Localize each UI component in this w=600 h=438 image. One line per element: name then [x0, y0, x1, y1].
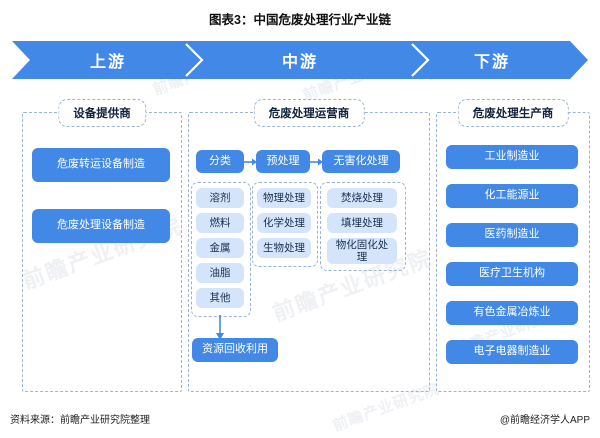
midstream-stage-pretreatment[interactable]: 预处理 — [256, 150, 310, 173]
value-chain-banner: 上游 中游 下游 — [12, 41, 588, 79]
downstream-box-industrial-manufacturing[interactable]: 工业制造业 — [446, 145, 578, 169]
midstream-stage-classification[interactable]: 分类 — [196, 150, 244, 173]
classification-item-fuel[interactable]: 燃料 — [196, 213, 244, 233]
upstream-column: 设备提供商 — [22, 99, 182, 392]
downstream-box-nonferrous-smelting[interactable]: 有色金属冶炼业 — [446, 301, 578, 325]
classification-group — [191, 182, 251, 317]
chevron-separator-icon — [185, 43, 204, 77]
midstream-header: 危废处理运营商 — [253, 99, 365, 127]
banner-shape — [12, 41, 588, 79]
downstream-header: 危废处理生产商 — [457, 99, 569, 127]
credit-note: @前瞻经济学人APP — [499, 415, 590, 426]
classification-item-solvent[interactable]: 溶剂 — [196, 188, 244, 208]
pretreatment-item-biological[interactable]: 生物处理 — [257, 238, 311, 258]
upstream-box-transport-equipment[interactable]: 危废转运设备制造 — [32, 148, 170, 182]
upstream-box-treatment-equipment[interactable]: 危废处理设备制造 — [32, 209, 170, 243]
classification-item-metal[interactable]: 金属 — [196, 238, 244, 258]
pretreatment-item-chemical[interactable]: 化学处理 — [257, 213, 311, 233]
pretreatment-group — [252, 182, 318, 267]
harmless-item-incineration[interactable]: 焚烧处理 — [327, 188, 397, 208]
arrow-pretreatment-to-harmless — [310, 158, 323, 166]
classification-item-other[interactable]: 其他 — [196, 288, 244, 308]
harmless-item-solidification[interactable]: 物化固化处理 — [327, 238, 397, 264]
harmless-item-landfill[interactable]: 填埋处理 — [327, 213, 397, 233]
banner-segment-downstream[interactable]: 下游 — [473, 54, 510, 71]
downstream-box-chemical-energy[interactable]: 化工能源业 — [446, 184, 578, 208]
harmless-group — [320, 182, 406, 271]
downstream-box-medical-institutions[interactable]: 医疗卫生机构 — [446, 262, 578, 286]
classification-item-grease[interactable]: 油脂 — [196, 263, 244, 283]
arrow-classification-to-pretreatment — [244, 158, 257, 166]
midstream-column: 危废处理运营商 — [188, 99, 430, 392]
source-note: 资料来源：前瞻产业研究院整理 — [10, 415, 150, 426]
arrow-classification-to-recovery — [216, 315, 224, 340]
downstream-column: 危废处理生产商 — [436, 99, 590, 392]
downstream-box-electronics-manufacturing[interactable]: 电子电器制造业 — [446, 340, 578, 364]
upstream-header: 设备提供商 — [58, 99, 146, 127]
banner-segment-midstream[interactable]: 中游 — [281, 54, 318, 71]
banner-segment-upstream[interactable]: 上游 — [89, 54, 126, 71]
chevron-separator-icon — [411, 43, 430, 77]
midstream-outcome-resource-recovery[interactable]: 资源回收利用 — [192, 338, 278, 362]
downstream-box-pharmaceutical[interactable]: 医药制造业 — [446, 223, 578, 247]
page-title: 图表3：中国危废处理行业产业链 — [209, 13, 391, 27]
midstream-stage-harmless[interactable]: 无害化处理 — [322, 150, 400, 173]
pretreatment-item-physical[interactable]: 物理处理 — [257, 188, 311, 208]
